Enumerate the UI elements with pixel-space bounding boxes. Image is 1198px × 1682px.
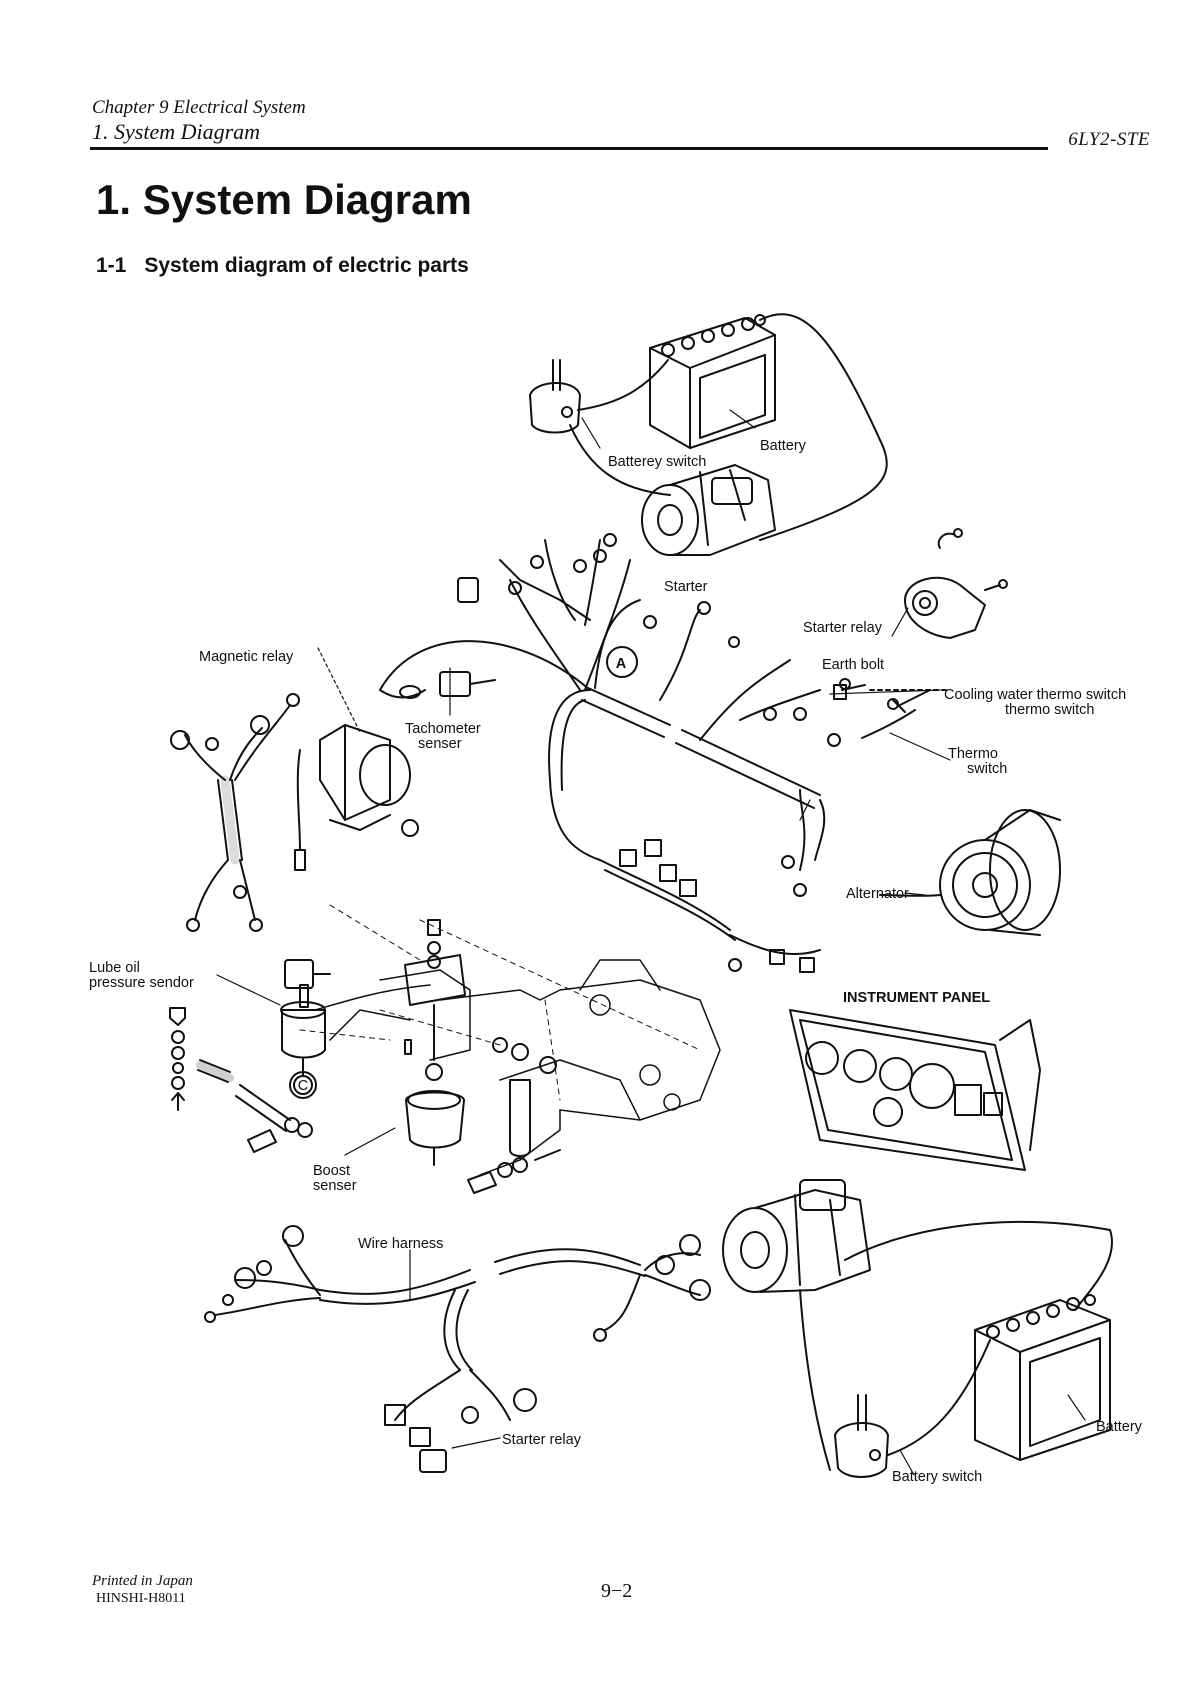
label-cooling-water-2: thermo switch [1005, 702, 1094, 718]
battery-switch-top-drawing [529, 359, 671, 496]
label-starter-relay-top: Starter relay [803, 620, 883, 636]
footer-code: HINSHI-H8011 [96, 1591, 186, 1606]
leader-lines [216, 409, 1086, 1476]
guide-lines [299, 904, 701, 1101]
sub-harness-drawing [599, 839, 821, 973]
label-battery-switch-bottom: Battery switch [892, 1469, 982, 1485]
header-section: 1. System Diagram [92, 119, 261, 144]
label-wire-harness: Wire harness [358, 1236, 443, 1252]
label-magnetic-relay: Magnetic relay [199, 649, 294, 665]
section-heading: 1-1 System diagram of electric parts [96, 254, 469, 278]
label-earth-bolt: Earth bolt [822, 657, 884, 673]
engine-block-drawing [314, 959, 721, 1176]
tachometer-sensor-drawing [379, 671, 496, 699]
label-starter-relay-bottom: Starter relay [502, 1432, 582, 1448]
label-lube-oil-1: Lube oil [89, 960, 140, 976]
label-battery-switch-top: Batterey switch [608, 454, 706, 470]
label-lube-oil-2: pressure sendor [89, 975, 194, 991]
battery-bottom-drawing [974, 1294, 1111, 1461]
section-number: 1-1 [96, 254, 127, 277]
label-cooling-water: Cooling water thermo switch [944, 687, 1126, 703]
left-bolt-stack [169, 1007, 313, 1153]
starter-relay-top-drawing [904, 528, 1008, 639]
alternator-drawing [879, 809, 1061, 936]
header-rule [90, 147, 1048, 150]
label-battery-top: Battery [760, 438, 807, 454]
center-fittings [467, 1037, 561, 1194]
page-number: 9−2 [601, 1580, 633, 1602]
label-starter: Starter [664, 579, 708, 595]
label-thermo-2: switch [967, 761, 1007, 777]
marker-c: C [298, 1078, 308, 1094]
page-title: 1. System Diagram [96, 176, 472, 223]
bottom-wire-harness-drawing [204, 1225, 711, 1473]
label-boost-1: Boost [313, 1163, 350, 1179]
marker-a-circle [606, 646, 638, 678]
marker-a: A [616, 656, 627, 672]
header-model: 6LY2-STE [1068, 129, 1150, 150]
instrument-panel-drawing [789, 1009, 1041, 1171]
left-pigtail-drawing [170, 693, 300, 932]
starter-bottom-drawing [722, 1179, 1113, 1471]
label-alternator: Alternator [846, 886, 909, 902]
main-harness-drawing [379, 539, 826, 871]
harness-connectors-top [457, 533, 851, 897]
label-instrument-panel: INSTRUMENT PANEL [843, 990, 990, 1006]
magnetic-relay-drawing [294, 724, 419, 871]
battery-switch-bottom-drawing [834, 1339, 991, 1478]
header-chapter: Chapter 9 Electrical System [92, 97, 306, 118]
label-tachometer-2: senser [418, 736, 462, 752]
starter-top-drawing [641, 464, 776, 556]
section-title: System diagram of electric parts [144, 254, 469, 277]
label-boost-2: senser [313, 1178, 357, 1194]
label-battery-bottom: Battery [1096, 1419, 1143, 1435]
boost-sensor-drawing [404, 919, 466, 1166]
battery-top-drawing [649, 313, 888, 541]
label-thermo-1: Thermo [948, 746, 998, 762]
label-tachometer-1: Tachometer [405, 721, 481, 737]
footer-printed: Printed in Japan [92, 1573, 193, 1589]
lube-oil-sensor-drawing [280, 959, 331, 1099]
marker-c-circle [293, 1075, 313, 1095]
